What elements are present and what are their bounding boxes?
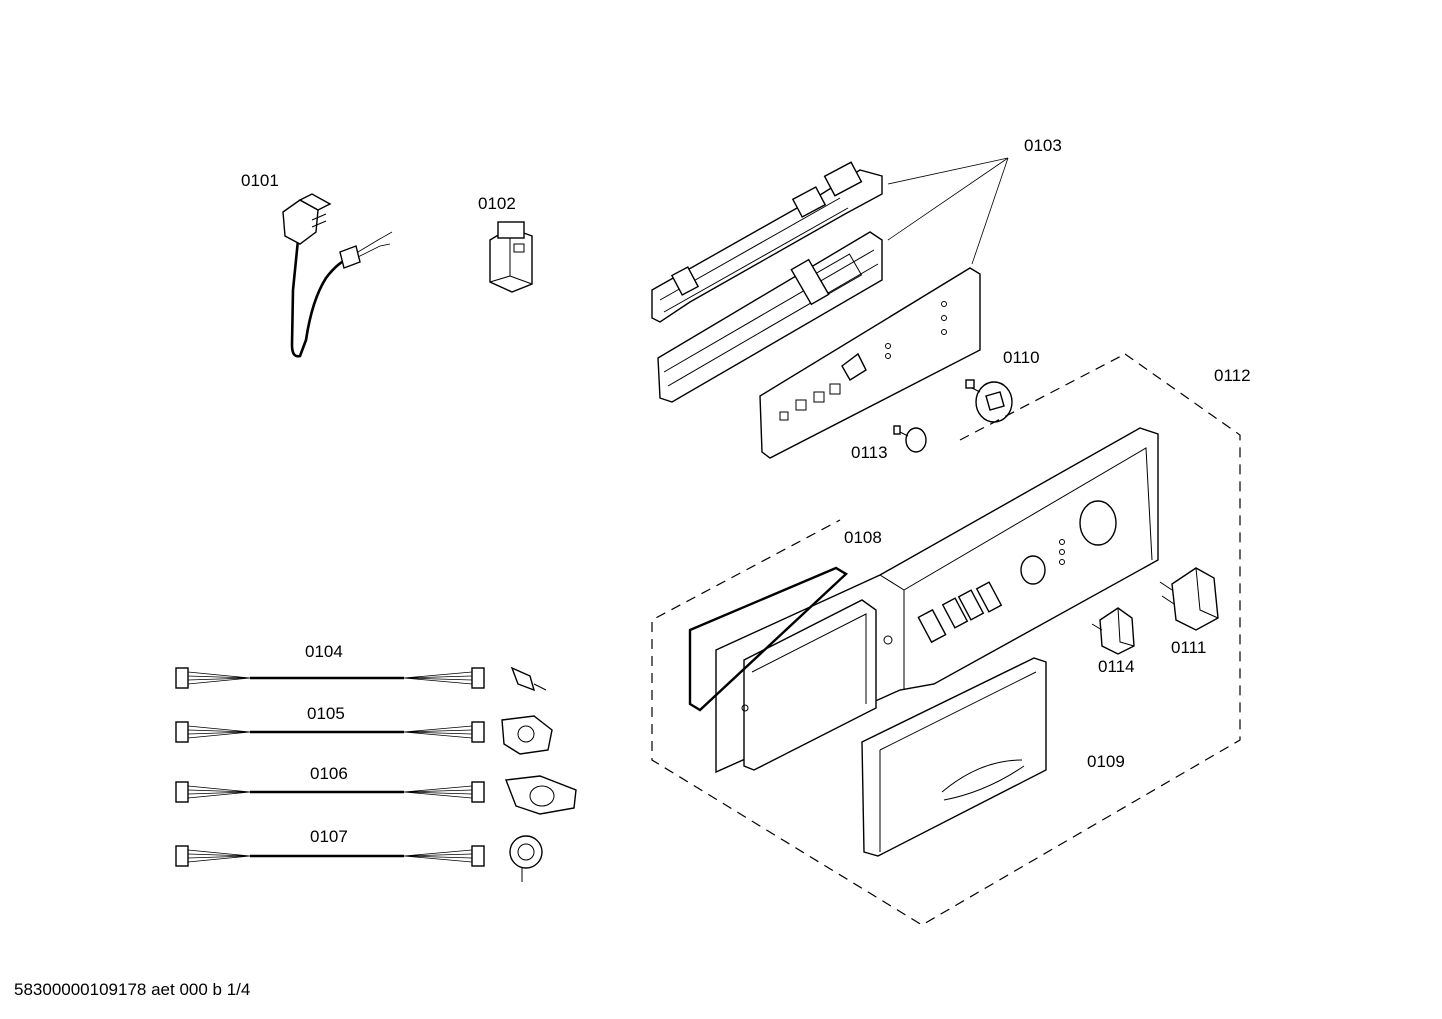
part-0109-drawer-front	[861, 657, 1047, 857]
label-0108: 0108	[844, 528, 882, 547]
label-0105: 0105	[307, 704, 345, 723]
label-0103: 0103	[1024, 136, 1062, 155]
label-0106: 0106	[310, 764, 348, 783]
part-0111-knob	[1159, 567, 1219, 631]
part-0108-gasket	[688, 566, 848, 712]
part-0113-shaft	[893, 425, 927, 453]
part-0112-assembly-outline	[651, 353, 1241, 926]
label-0107: 0107	[310, 827, 348, 846]
part-0110-knob-shaft	[965, 379, 1013, 423]
label-0111: 0111	[1171, 638, 1206, 657]
harness-0107	[175, 835, 543, 882]
label-0112: 0112	[1214, 366, 1251, 385]
part-0114-knob	[1091, 607, 1135, 655]
part-0112-assembly-edge	[959, 353, 1126, 441]
label-0110: 0110	[1003, 348, 1040, 367]
label-0102: 0102	[478, 194, 516, 213]
label-0101: 0101	[241, 171, 279, 190]
label-0109: 0109	[1087, 752, 1125, 771]
part-0103-control-module	[651, 157, 1009, 459]
part-0101-power-cord	[282, 193, 393, 358]
harness-0106	[175, 775, 577, 815]
part-0102-filter	[489, 221, 533, 293]
part-0108-control-panel	[715, 427, 1159, 774]
harness-0105	[175, 715, 553, 755]
harness-0104	[175, 666, 547, 692]
label-0104: 0104	[305, 642, 343, 661]
label-0113: 0113	[851, 443, 888, 462]
label-0114: 0114	[1098, 657, 1135, 676]
drawing-number-footer: 58300000109178 aet 000 b 1/4	[14, 980, 251, 999]
